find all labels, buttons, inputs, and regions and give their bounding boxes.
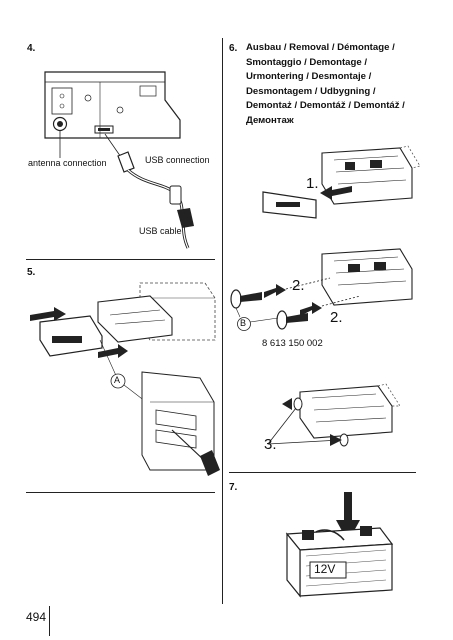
divider-step4-step5 — [26, 259, 215, 260]
sub-step-2a: 2. — [292, 277, 305, 294]
antenna-connection-label: antenna connection — [28, 158, 107, 168]
step-7-number: 7. — [229, 482, 238, 493]
step-5-number: 5. — [27, 267, 36, 278]
divider-step5-bottom — [26, 492, 215, 493]
battery-label: 12V — [314, 562, 336, 576]
removal-title-line: Smontaggio / Demontage / — [246, 56, 367, 68]
removal-title-line: Ausbau / Removal / Démontage / — [246, 42, 395, 53]
sub-step-2b: 2. — [330, 309, 343, 326]
usb-cable-label: USB cable — [139, 226, 182, 236]
callout-b-label: B — [240, 318, 247, 328]
removal-title-line: Urmontering / Desmontaje / — [246, 71, 372, 82]
sub-step-3: 3. — [264, 436, 277, 453]
callout-a-label: A — [114, 375, 121, 385]
usb-connection-label: USB connection — [145, 155, 210, 165]
sub-step-1: 1. — [306, 175, 319, 192]
page-number: 494 — [26, 610, 47, 624]
removal-title-line: Demontaż / Demontáž / Demontáž / — [246, 100, 405, 111]
part-number: 8 613 150 002 — [262, 338, 323, 349]
removal-title: Ausbau / Removal / Démontage / Smontaggi… — [246, 41, 436, 128]
removal-title-line: Демонтаж — [246, 114, 294, 126]
divider-step6-step7 — [229, 472, 416, 473]
removal-title-line: Desmontagem / Udbygning / — [246, 85, 376, 97]
step-4-number: 4. — [27, 43, 36, 54]
column-divider — [222, 38, 223, 604]
page-number-bar — [49, 606, 50, 636]
step-6-number: 6. — [229, 43, 238, 54]
